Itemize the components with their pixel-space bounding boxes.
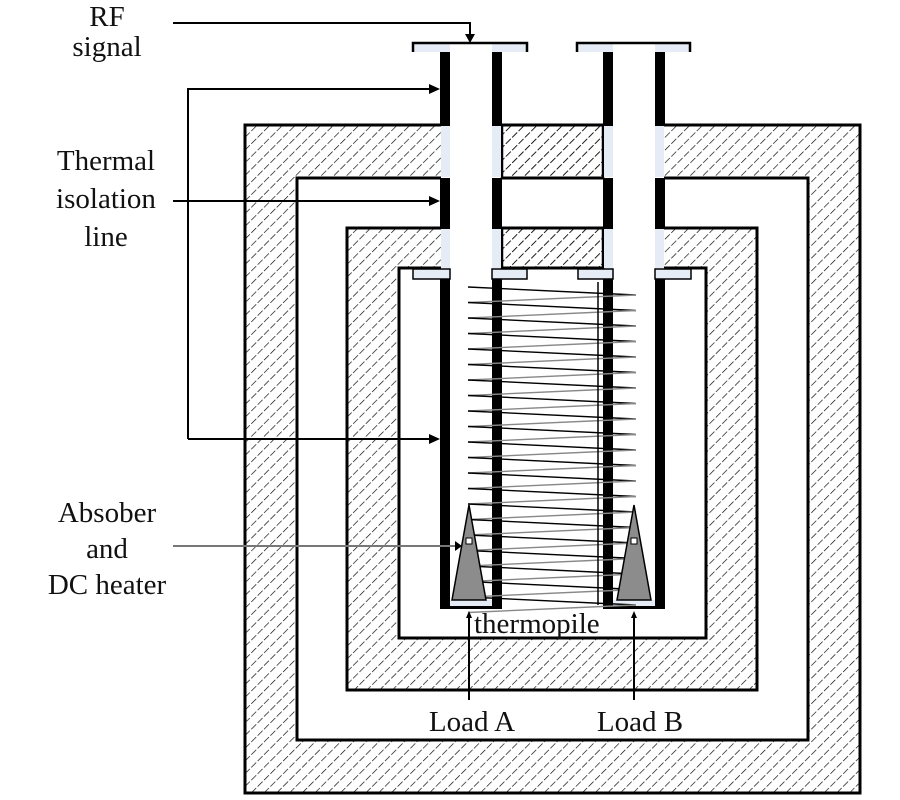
thermopile-wire (467, 410, 637, 420)
thermopile-wire (467, 449, 637, 459)
insulators (441, 126, 664, 268)
thermopile-wire (467, 480, 637, 490)
thermopile-wire (467, 340, 637, 350)
inner-flanges (412, 268, 692, 280)
thermopile-wire (467, 325, 637, 335)
thermopile-wire (467, 511, 637, 521)
thermopile-wire (467, 573, 637, 583)
thermopile-wire (467, 456, 637, 467)
label-thermopile: thermopile (474, 608, 600, 640)
thermopile-wire (467, 379, 637, 389)
thermopile-wire (467, 433, 637, 443)
thermopile-wire (467, 565, 637, 575)
thermopile-wire (467, 402, 637, 412)
thermopile-wire (467, 425, 637, 436)
thermopile-wires (467, 286, 637, 614)
thermopile-wire (467, 356, 637, 366)
thermopile-wire (467, 518, 637, 529)
thermopile-wire (467, 286, 637, 296)
thermopile-wire (467, 441, 637, 451)
thermopile-wire (467, 503, 637, 513)
thermopile-wire (467, 464, 637, 474)
thermopile-wire (467, 557, 637, 567)
thermopile-wire (467, 418, 637, 428)
thermopile-wire (467, 588, 637, 598)
thermopile-wire (467, 495, 637, 505)
thermopile-wire (467, 487, 637, 498)
thermopile-wire (467, 526, 637, 536)
thermopile-wire (467, 387, 637, 397)
thermopile-wire (467, 534, 637, 544)
leader-lines (173, 22, 635, 700)
thermopile-wire (467, 542, 637, 552)
thermopile-wire (467, 549, 637, 560)
absorber-b (616, 504, 652, 601)
top-flanges (411, 41, 692, 52)
thermopile-wire (467, 580, 637, 591)
thermopile-wire (467, 348, 637, 358)
thermopile-wire (467, 301, 637, 312)
arrowheads (429, 34, 637, 618)
thermopile-wire (467, 332, 637, 343)
thermopile-wire (467, 294, 637, 304)
thermopile-wire (467, 363, 637, 374)
label-load-a: Load A (429, 706, 515, 738)
thermopile-wire (467, 604, 637, 614)
thermopile-wire (467, 317, 637, 327)
thermopile-wire (467, 371, 637, 381)
thermopile-wire (467, 309, 637, 319)
thermopile-wire (467, 472, 637, 482)
label-load-b: Load B (597, 706, 683, 738)
thermopile-wire (467, 596, 637, 606)
absorber-a (451, 504, 487, 601)
thermopile-wire (467, 394, 637, 405)
